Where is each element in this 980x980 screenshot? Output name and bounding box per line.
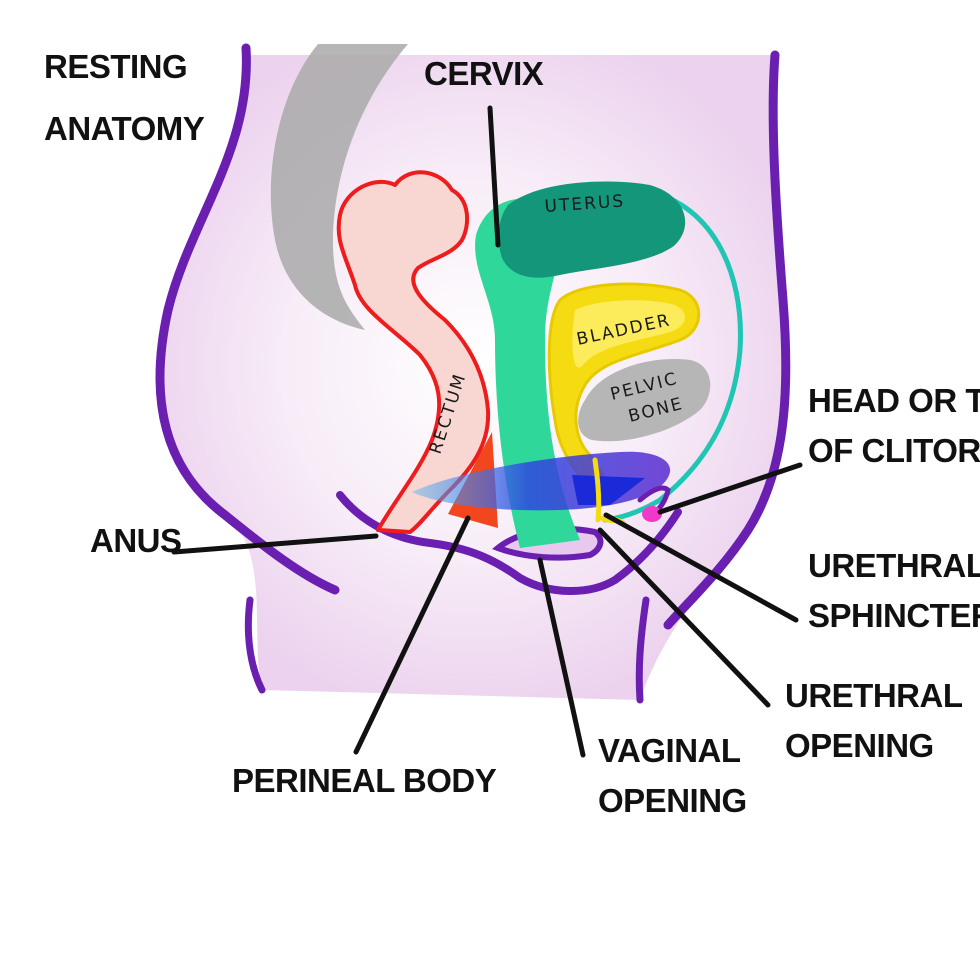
label-clitoris-line2: OF CLITORIS (808, 432, 980, 469)
label-cervix: CERVIX (424, 55, 544, 92)
label-urethral-sphincter-line2: SPHINCTER (808, 597, 980, 634)
leader-perineal-body (353, 515, 471, 755)
label-vaginal-opening-line1: VAGINAL (598, 732, 741, 769)
title-line1: RESTING (44, 48, 187, 85)
uterine-ligament (602, 187, 743, 523)
leader-urethral-opening (597, 527, 771, 708)
pelvic-bone (578, 359, 711, 442)
urethra (592, 457, 602, 523)
leader-vaginal-opening (537, 557, 586, 758)
body-outline-right (663, 50, 791, 630)
leader-cervix (487, 105, 501, 248)
leader-clitoris (657, 462, 803, 515)
rectum (336, 170, 491, 534)
leader-anus (171, 533, 379, 555)
urethral-sphincter (572, 475, 645, 505)
leg-outline-left (244, 596, 266, 694)
label-perineal-body: PERINEAL BODY (232, 762, 497, 799)
leg-outline-right (635, 596, 650, 704)
spine (270, 44, 408, 330)
bladder-inner (572, 300, 686, 368)
title-line2: ANATOMY (44, 110, 205, 147)
clitoris-head (642, 506, 662, 522)
leader-urethral-sphincter (603, 512, 799, 623)
label-urethral-opening-line2: OPENING (785, 727, 934, 764)
label-vaginal-opening-line2: OPENING (598, 782, 747, 819)
body-outline-left (155, 43, 340, 595)
uterus (498, 181, 686, 278)
label-anus: ANUS (90, 522, 182, 559)
label-urethral-opening-line1: URETHRAL (785, 677, 963, 714)
label-clitoris-line1: HEAD OR TIP (808, 382, 980, 419)
label-urethral-sphincter-line1: URETHRAL (808, 547, 980, 584)
